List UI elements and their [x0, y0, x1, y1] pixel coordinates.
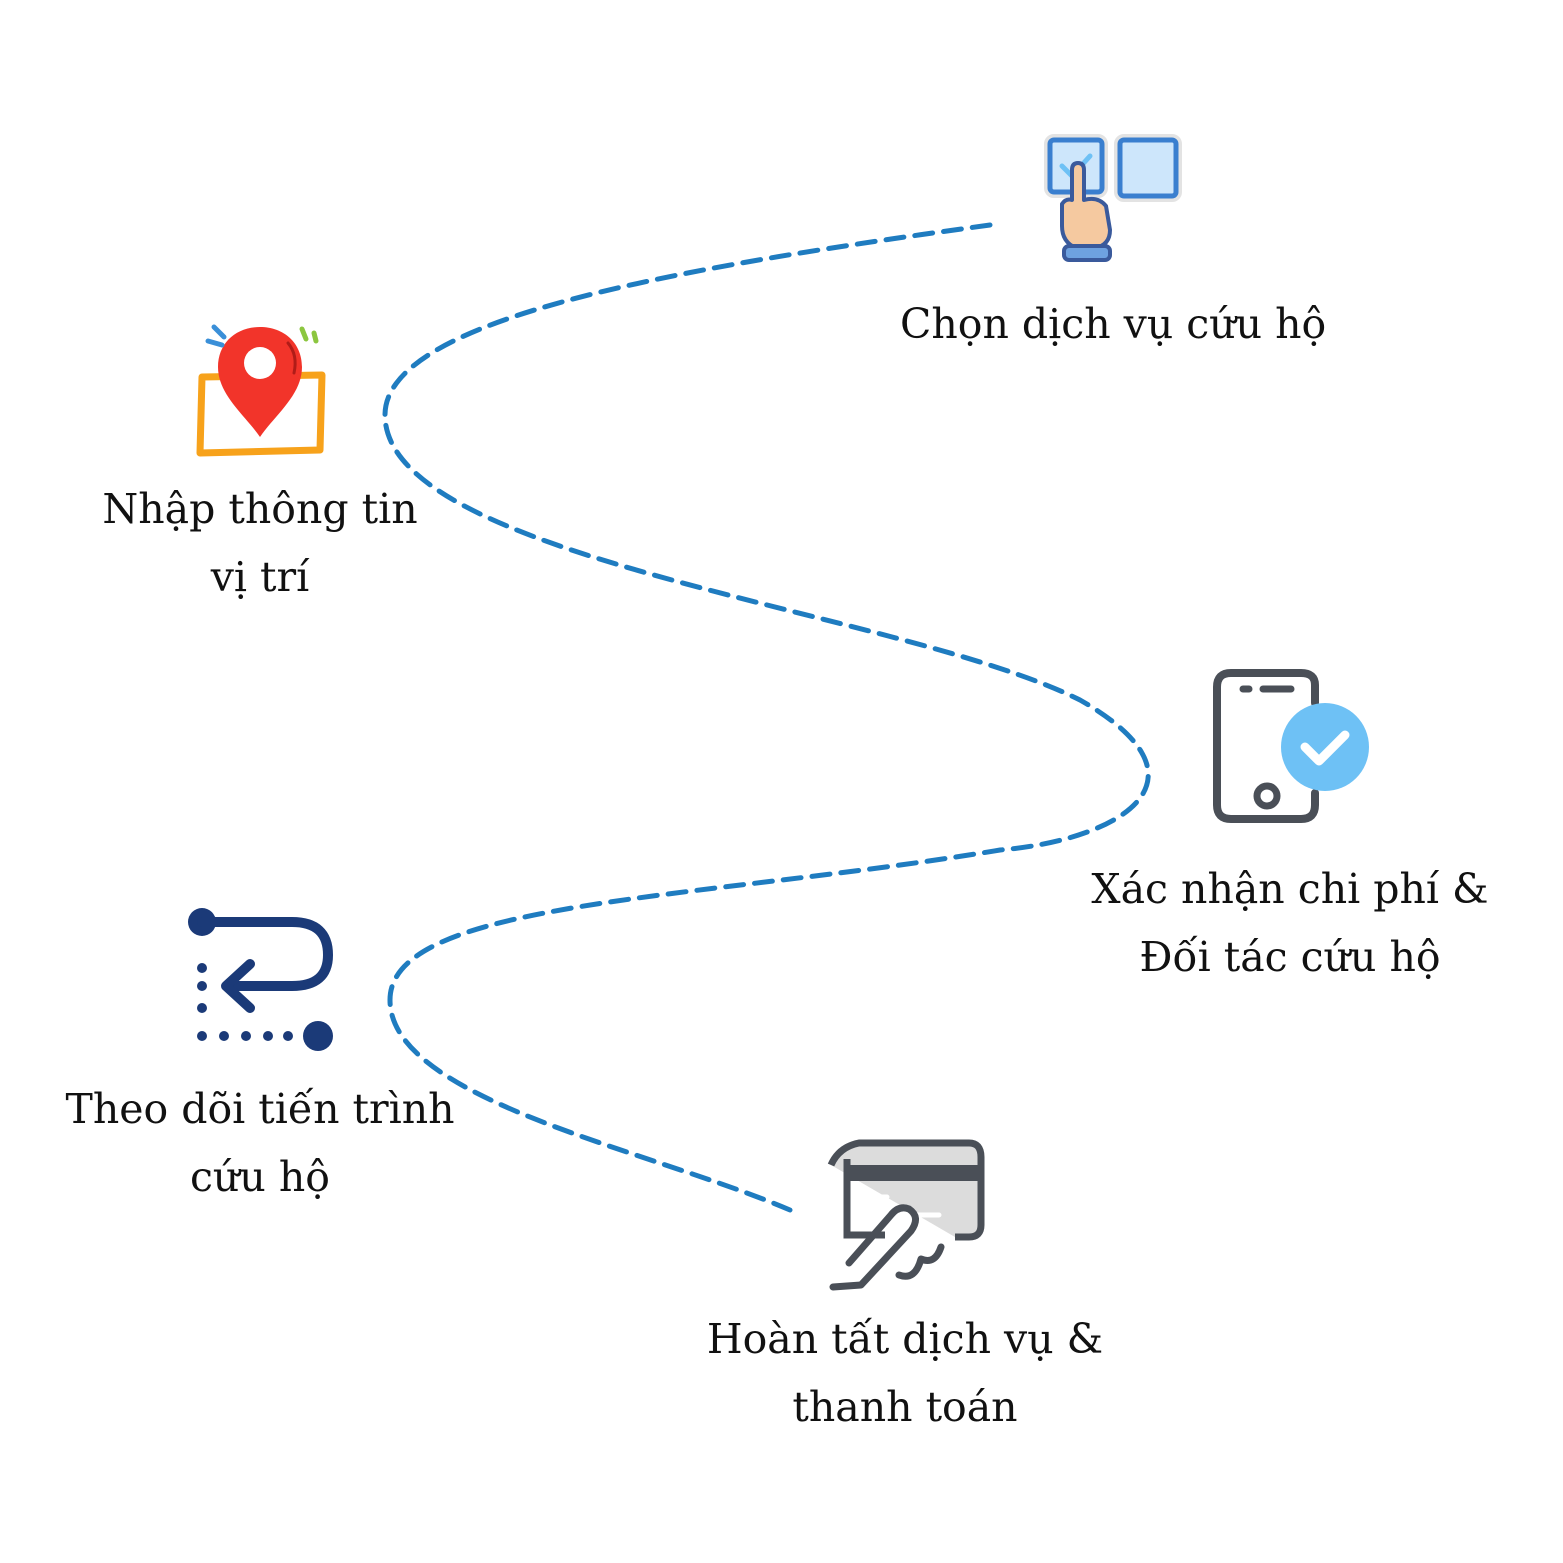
- step-label-complete-payment: Hoàn tất dịch vụ & thanh toán: [706, 1315, 1104, 1431]
- step-label-confirm-cost: Xác nhận chi phí & Đối tác cứu hộ: [1091, 865, 1489, 981]
- step-label-enter-location: Nhập thông tin vị trí: [102, 485, 418, 601]
- route-return-icon: [188, 908, 333, 1051]
- step-label-choose-service: Chọn dịch vụ cứu hộ: [900, 300, 1327, 348]
- step-label-track-progress: Theo dõi tiến trình cứu hộ: [65, 1085, 455, 1201]
- card-payment-icon: [827, 1139, 985, 1291]
- phone-check-icon: [1213, 669, 1369, 823]
- checkbox-select-icon: [1044, 134, 1182, 262]
- map-pin-icon: [196, 324, 326, 457]
